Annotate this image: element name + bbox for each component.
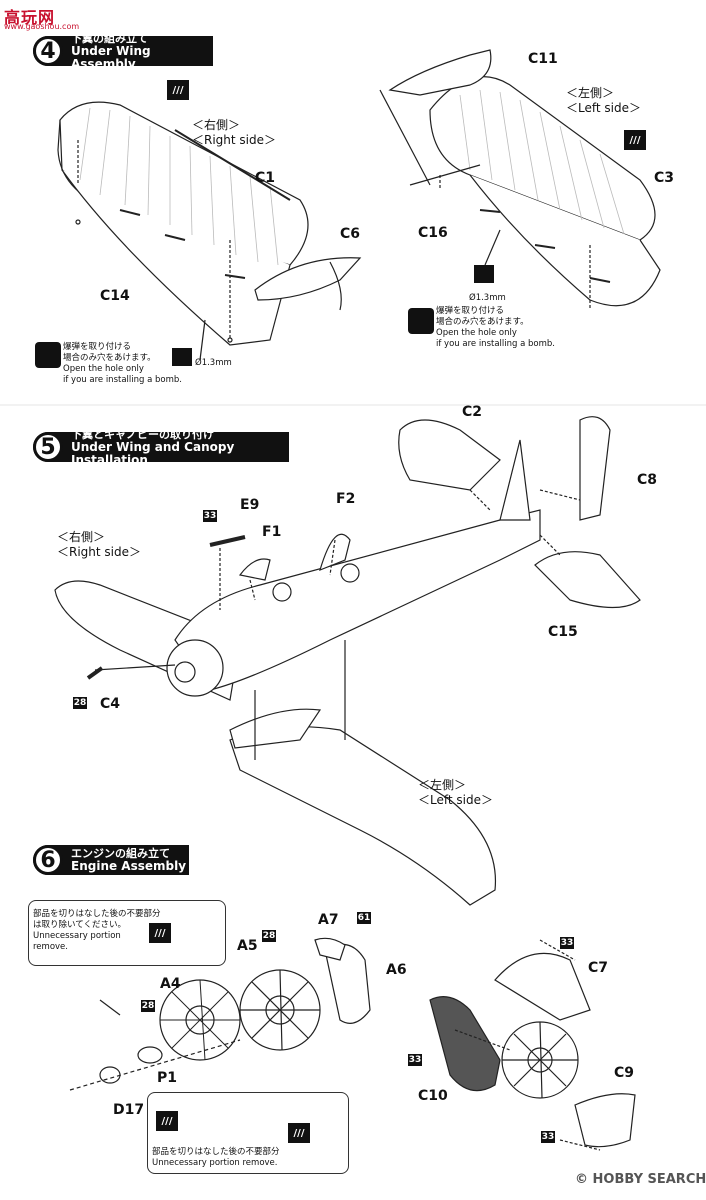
- bomb-note-en-1: Open the hole only: [436, 328, 517, 338]
- part-p1: P1: [157, 1070, 178, 1086]
- drill-icon: [172, 348, 192, 366]
- paint-number-33: 33: [203, 510, 217, 522]
- part-c4: C4: [100, 696, 121, 712]
- paint-number-28: 28: [262, 930, 276, 942]
- step4-left-wing: [379, 49, 661, 310]
- step4-right-side-jp: ＜右側＞: [192, 118, 241, 132]
- part-c10: C10: [418, 1088, 448, 1104]
- bomb-icon: [35, 342, 61, 368]
- part-a7: A7: [318, 912, 339, 928]
- step6-header: 6 エンジンの組み立て Engine Assembly: [33, 845, 189, 875]
- step5-header: 5 下翼とキャノピーの取り付け Under Wing and Canopy In…: [33, 428, 289, 466]
- bomb-note-en-2: if you are installing a bomb.: [63, 375, 182, 385]
- unnecessary-en-1: Unnecessary portion: [33, 931, 121, 941]
- part-c9: C9: [614, 1065, 635, 1081]
- part-c1: C1: [255, 170, 276, 186]
- step5-right-side-jp: ＜右側＞: [57, 530, 106, 544]
- part-c11: C11: [528, 51, 558, 67]
- drill-icon: [474, 265, 494, 283]
- step5-left-side-label: ＜左側＞ ＜Left side＞: [418, 778, 493, 808]
- bomb-note-right: 爆弾を取り付ける 場合のみ穴をあけます。 Open the hole only …: [436, 306, 555, 350]
- paint-number-28: 28: [141, 1000, 155, 1012]
- watermark-url: www.gaoshou.com: [4, 22, 80, 31]
- step4-number: 4: [33, 36, 63, 66]
- step4-header: 4 下翼の組み立て Under Wing Assembly: [33, 32, 213, 70]
- step5-title-jp: 下翼とキャノピーの取り付け: [71, 427, 214, 441]
- part-c7: C7: [588, 960, 609, 976]
- step4-right-wing: [57, 101, 362, 361]
- step4-left-side-en: ＜Left side＞: [566, 101, 641, 115]
- unnecessary-jp: 部品を切りはなした後の不要部分: [152, 1147, 280, 1157]
- step4-title-en: Under Wing Assembly: [71, 43, 151, 71]
- step4-title-jp: 下翼の組み立て: [71, 31, 148, 45]
- unnecessary-bottom-en: Unnecessary portion remove.: [152, 1158, 278, 1168]
- step5-left-side-en: ＜Left side＞: [418, 793, 493, 807]
- part-f2: F2: [336, 491, 356, 507]
- bomb-note-jp-2: 場合のみ穴をあけます。: [63, 353, 156, 363]
- bomb-note-jp-2: 場合のみ穴をあけます。: [436, 317, 529, 327]
- part-f1: F1: [262, 524, 282, 540]
- step4-right-side-en: ＜Right side＞: [192, 133, 277, 147]
- step4-right-side-label: ＜右側＞ ＜Right side＞: [192, 118, 276, 148]
- unnecessary-note-top: 部品を切りはなした後の不要部分 は取り除いてください。 Unnecessary …: [33, 909, 161, 953]
- step5-number: 5: [33, 432, 63, 462]
- paint-icon: ///: [624, 130, 646, 150]
- unnecessary-jp: 部品を切りはなした後の不要部分: [33, 909, 161, 919]
- step6-engine: [69, 937, 636, 1151]
- step5-right-side-en: ＜Right side＞: [57, 545, 142, 559]
- step6-title-en: Engine Assembly: [71, 859, 187, 873]
- part-c3: C3: [654, 170, 675, 186]
- part-c16: C16: [418, 225, 448, 241]
- bomb-note-en-1: Open the hole only: [63, 364, 144, 374]
- drill-size-right: Ø1.3mm: [469, 293, 506, 303]
- paint-number-33: 33: [560, 937, 574, 949]
- bomb-note-jp-1: 爆弾を取り付ける: [63, 342, 132, 352]
- unnecessary-note-box-top: 部品を切りはなした後の不要部分 は取り除いてください。 Unnecessary …: [28, 900, 226, 966]
- paint-number-33: 33: [541, 1131, 555, 1143]
- step5-right-side-label: ＜右側＞ ＜Right side＞: [57, 530, 141, 560]
- paint-icon: ///: [156, 1111, 178, 1131]
- unnecessary-en-2: remove.: [33, 942, 68, 952]
- part-c8: C8: [637, 472, 658, 488]
- unnecessary-note-bottom: 部品を切りはなした後の不要部分 Unnecessary portion remo…: [152, 1147, 280, 1169]
- part-d17: D17: [113, 1102, 145, 1118]
- paint-icon: ///: [167, 80, 189, 100]
- part-a5: A5: [237, 938, 258, 954]
- step4-left-side-label: ＜左側＞ ＜Left side＞: [566, 86, 641, 116]
- step4-left-side-jp: ＜左側＞: [566, 86, 615, 100]
- part-a6: A6: [386, 962, 407, 978]
- watermark: 高玩网 www.gaoshou.com: [4, 4, 79, 34]
- step5-title-en: Under Wing and Canopy Installation: [71, 439, 235, 467]
- part-e9: E9: [240, 497, 260, 513]
- paint-icon: ///: [288, 1123, 310, 1143]
- watermark-brand: 高玩网: [4, 8, 56, 27]
- paint-number-28: 28: [73, 697, 87, 709]
- unnecessary-jp-2: は取り除いてください。: [33, 920, 126, 930]
- paint-icon: ///: [149, 923, 171, 943]
- paint-number-61: 61: [357, 912, 371, 924]
- part-c15: C15: [548, 624, 578, 640]
- bomb-icon: [408, 308, 434, 334]
- drill-size-left: Ø1.3mm: [195, 358, 232, 368]
- bomb-note-en-2: if you are installing a bomb.: [436, 339, 555, 349]
- step6-title-jp: エンジンの組み立て: [71, 847, 170, 860]
- footer-brand: © HOBBY SEARCH: [575, 1172, 706, 1187]
- bomb-note-left: 爆弾を取り付ける 場合のみ穴をあけます。 Open the hole only …: [63, 342, 182, 386]
- step5-aircraft: [54, 416, 641, 906]
- part-a4: A4: [160, 976, 181, 992]
- part-c14: C14: [100, 288, 130, 304]
- paint-number-33: 33: [408, 1054, 422, 1066]
- step6-number: 6: [33, 845, 63, 875]
- unnecessary-note-box-bottom: /// /// 部品を切りはなした後の不要部分 Unnecessary port…: [147, 1092, 349, 1174]
- step5-left-side-jp: ＜左側＞: [418, 778, 467, 792]
- bomb-note-jp-1: 爆弾を取り付ける: [436, 306, 505, 316]
- part-c6: C6: [340, 226, 361, 242]
- part-c2: C2: [462, 404, 483, 420]
